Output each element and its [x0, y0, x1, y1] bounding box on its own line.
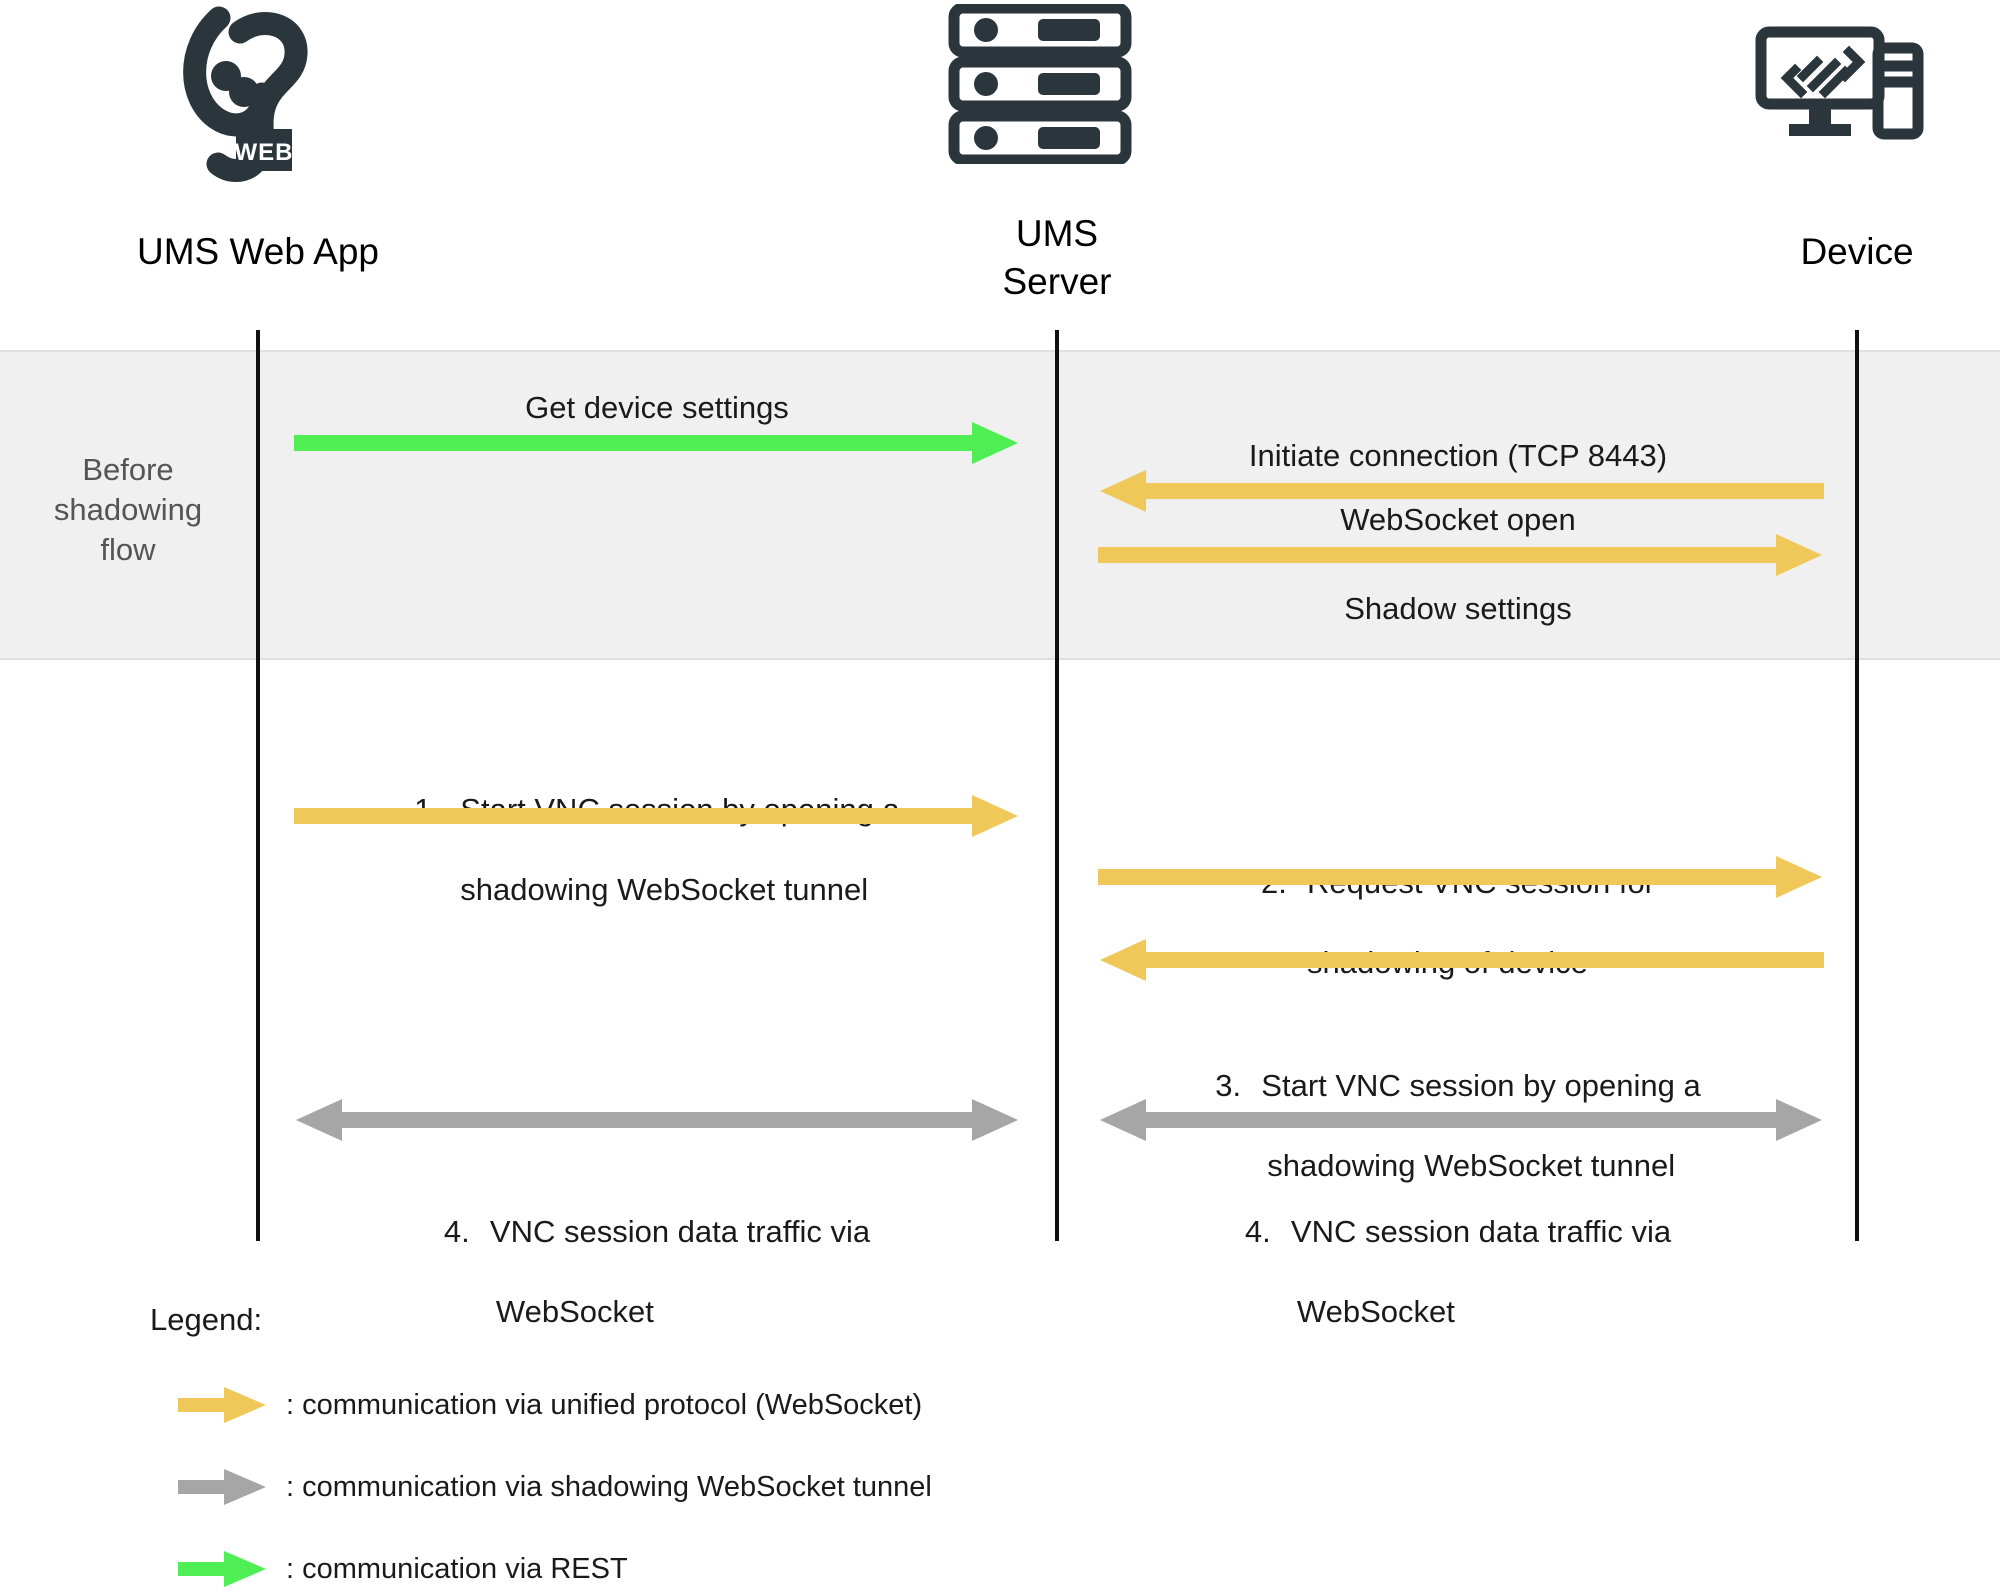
- message-label-shadow-settings: Shadow settings: [1344, 591, 1572, 626]
- arrow-websocket-open: [1098, 534, 1822, 576]
- message-label-initiate-connection: Initiate connection (TCP 8443): [1248, 438, 1668, 473]
- step-4-left-number: 4.: [443, 1214, 470, 1249]
- arrow-step-3: [1100, 939, 1824, 981]
- message-label-step-3: 3. Start VNC session by opening a shadowi…: [1095, 986, 1821, 1186]
- band-label-before-shadowing-flow: Before shadowing flow: [0, 450, 256, 570]
- step-4-right-line1: VNC session data traffic via: [1290, 1214, 1672, 1249]
- band-label-line2: shadowing: [53, 492, 203, 527]
- legend-text-unified: : communication via unified protocol (We…: [286, 1389, 923, 1421]
- message-label-websocket-open: WebSocket open: [1340, 502, 1576, 537]
- server-rack-icon: [940, 2, 1140, 166]
- step-4-left-line2: WebSocket: [495, 1294, 654, 1329]
- lifeline-ums-web-app: [256, 330, 260, 1241]
- lifeline-ums-server: [1055, 330, 1059, 1241]
- arrow-initiate-connection: [1100, 470, 1824, 512]
- band-label-line3: flow: [100, 532, 156, 567]
- legend-item-rest: : communication via REST: [178, 1549, 628, 1589]
- message-label-get-device-settings: Get device settings: [525, 390, 789, 425]
- legend-text-rest: : communication via REST: [286, 1553, 628, 1585]
- legend-item-tunnel: : communication via shadowing WebSocket …: [178, 1467, 932, 1507]
- actor-label-ums-web-app: UMS Web App: [137, 231, 379, 272]
- legend-text-tunnel: : communication via shadowing WebSocket …: [286, 1471, 932, 1503]
- arrow-step-2: [1098, 856, 1822, 898]
- step-4-right-number: 4.: [1244, 1214, 1271, 1249]
- legend-item-unified: : communication via unified protocol (We…: [178, 1385, 922, 1425]
- legend-arrow-tunnel-icon: [178, 1469, 266, 1505]
- ums-web-logo-icon: WEB: [170, 6, 350, 186]
- actor-label-device: Device: [1800, 231, 1914, 272]
- lifeline-device: [1855, 330, 1859, 1241]
- arrow-step-4-left: [296, 1099, 1018, 1141]
- band-label-line1: Before: [82, 452, 174, 487]
- before-shadowing-flow-band: [0, 350, 2000, 660]
- step-3-line1: Start VNC session by opening a: [1261, 1068, 1701, 1103]
- actor-label-ums-server: UMS Server: [857, 210, 1257, 306]
- actor-label-ums-server-line2: Server: [1002, 261, 1112, 302]
- actor-label-ums-server-line1: UMS: [1015, 213, 1099, 254]
- arrow-step-4-right: [1100, 1099, 1822, 1141]
- step-3-number: 3.: [1215, 1068, 1242, 1103]
- arrow-get-device-settings: [294, 422, 1018, 464]
- message-label-step-4-left: 4. VNC session data traffic via WebSocket: [296, 1132, 1018, 1332]
- svg-text:WEB: WEB: [235, 139, 294, 166]
- step-3-line2: shadowing WebSocket tunnel: [1267, 1148, 1676, 1183]
- legend-arrow-unified-icon: [178, 1387, 266, 1423]
- desktop-computer-icon: [1755, 26, 1945, 166]
- message-label-step-4-right: 4. VNC session data traffic via WebSocket: [1095, 1132, 1821, 1332]
- step-1-line2: shadowing WebSocket tunnel: [460, 872, 869, 907]
- step-4-right-line2: WebSocket: [1296, 1294, 1455, 1329]
- legend-title: Legend:: [150, 1302, 263, 1337]
- step-4-left-line1: VNC session data traffic via: [489, 1214, 871, 1249]
- arrow-step-1: [294, 795, 1018, 837]
- legend-arrow-rest-icon: [178, 1551, 266, 1587]
